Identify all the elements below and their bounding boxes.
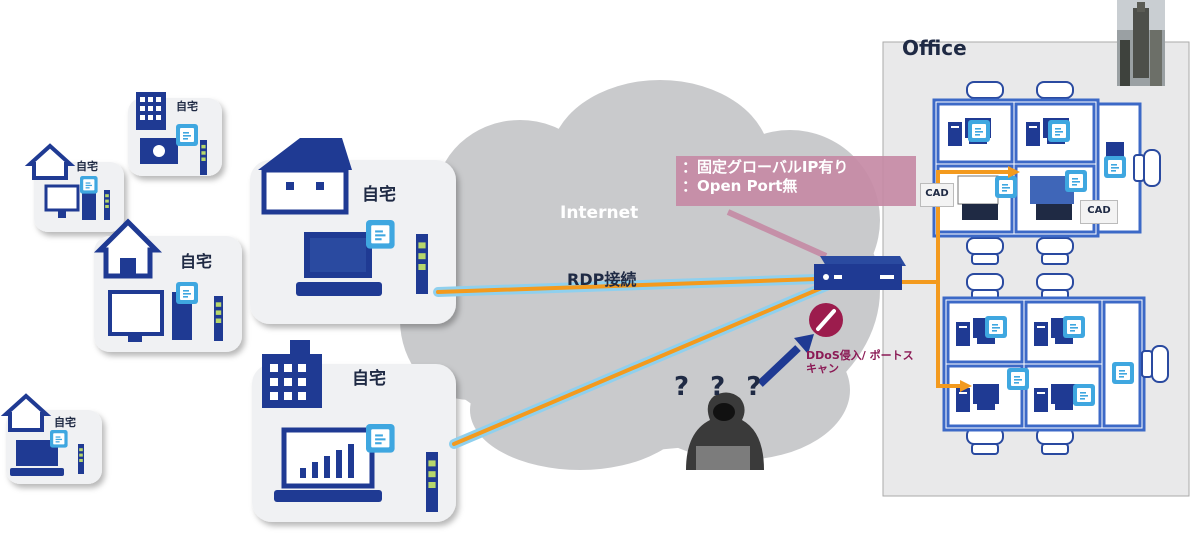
home-tile-small-desktop bbox=[24, 143, 124, 232]
ddos-attack-label: DDoS侵入/ ポートスキャン bbox=[806, 349, 914, 375]
hacker-icon bbox=[686, 392, 764, 470]
attack-arrow bbox=[757, 334, 814, 387]
home-tile-small-laptop bbox=[0, 393, 102, 484]
office-tower-photo bbox=[1117, 0, 1165, 86]
home-label-small-laptop: 自宅 bbox=[54, 416, 76, 429]
home-label-building-mac: 自宅 bbox=[176, 100, 198, 113]
cad-badge-left: CAD bbox=[920, 183, 954, 207]
home-tile-building-mac bbox=[128, 92, 222, 176]
note-fixed-ip: ：固定グローバルIP有り bbox=[682, 158, 849, 176]
question-marks: ? ? ? bbox=[674, 372, 768, 402]
rdp-connection-label: RDP接続 bbox=[567, 270, 637, 289]
cad-badge-right: CAD bbox=[1080, 200, 1118, 224]
network-note-box bbox=[676, 156, 916, 206]
home-tile-cad-desktop bbox=[93, 218, 242, 352]
note-pointer bbox=[726, 209, 828, 259]
internet-label: Internet bbox=[560, 203, 639, 223]
office-desk-cluster-top bbox=[932, 81, 1161, 265]
note-open-port: ：Open Port無 bbox=[682, 177, 798, 195]
home-tile-main-laptop bbox=[250, 138, 456, 324]
no-entry-icon bbox=[809, 303, 843, 337]
home-tile-office-laptop bbox=[252, 340, 456, 522]
gateway-router-icon bbox=[814, 256, 906, 290]
home-label-small-desktop: 自宅 bbox=[76, 160, 98, 173]
home-label-cad-desktop: 自宅 bbox=[180, 252, 213, 271]
office-label: Office bbox=[902, 36, 967, 60]
rdp-connection-lines bbox=[433, 166, 1020, 449]
home-label-main-laptop: 自宅 bbox=[362, 185, 396, 205]
home-label-office-laptop: 自宅 bbox=[352, 369, 386, 389]
office-desk-cluster-bottom bbox=[942, 273, 1169, 455]
